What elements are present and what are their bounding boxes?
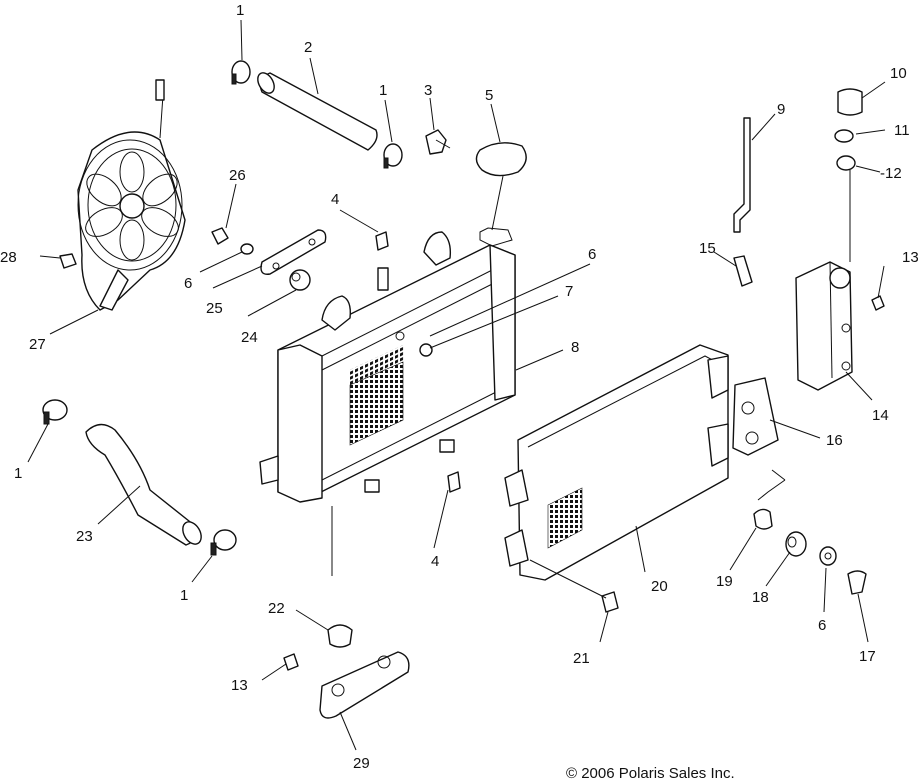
callout-23: 23 xyxy=(76,528,93,545)
callout-8: 8 xyxy=(571,339,579,356)
callout-10: 10 xyxy=(890,65,907,82)
callout-27: 27 xyxy=(29,336,46,353)
radiator-cap xyxy=(475,142,527,247)
callout-12: -12 xyxy=(880,165,902,182)
callout-1-d: 1 xyxy=(180,587,188,604)
part-12 xyxy=(836,155,856,262)
callout-20: 20 xyxy=(651,578,668,595)
callout-4-a: 4 xyxy=(331,191,339,208)
fitting-15 xyxy=(733,255,753,287)
callout-9: 9 xyxy=(777,101,785,118)
callout-19: 19 xyxy=(716,573,733,590)
callout-13-b: 13 xyxy=(231,677,248,694)
copyright-notice: © 2006 Polaris Sales Inc. xyxy=(566,765,735,782)
callout-1-b: 1 xyxy=(379,82,387,99)
fitting-3 xyxy=(425,129,451,155)
fan-assembly xyxy=(77,79,186,311)
callout-6-c: 6 xyxy=(818,617,826,634)
tube-9 xyxy=(733,117,751,233)
callout-7: 7 xyxy=(565,283,573,300)
callout-3: 3 xyxy=(424,82,432,99)
callout-14: 14 xyxy=(872,407,889,424)
spacer-19 xyxy=(753,508,773,530)
callout-16: 16 xyxy=(826,432,843,449)
bolt-13-upper xyxy=(871,295,885,311)
overflow-tank xyxy=(795,261,853,391)
grommet-22 xyxy=(327,624,353,648)
leader-lines xyxy=(27,19,886,751)
bracket-29 xyxy=(319,651,410,719)
callout-11: 11 xyxy=(894,122,910,139)
callout-17: 17 xyxy=(859,648,876,665)
lower-hose xyxy=(85,423,202,546)
grommet-24 xyxy=(289,269,311,291)
washer-11 xyxy=(834,129,854,143)
bolt-28 xyxy=(59,253,77,269)
callout-28: 28 xyxy=(0,249,17,266)
bolt-17 xyxy=(847,570,867,595)
callout-4-b: 4 xyxy=(431,553,439,570)
callout-29: 29 xyxy=(353,755,370,772)
callout-25: 25 xyxy=(206,300,223,317)
washer-6 xyxy=(240,243,254,255)
callout-6-a: 6 xyxy=(588,246,596,263)
callout-22: 22 xyxy=(268,600,285,617)
bolt-21 xyxy=(601,591,619,613)
callout-6-b: 6 xyxy=(184,275,192,292)
callout-13-a: 13 xyxy=(902,249,919,266)
callout-26: 26 xyxy=(229,167,246,184)
callout-5: 5 xyxy=(485,87,493,104)
callout-1-a: 1 xyxy=(236,2,244,19)
callout-18: 18 xyxy=(752,589,769,606)
callout-2: 2 xyxy=(304,39,312,56)
bolt-26 xyxy=(211,227,229,245)
callout-21: 21 xyxy=(573,650,590,667)
upper-hose xyxy=(257,72,378,151)
callout-1-c: 1 xyxy=(14,465,22,482)
callout-24: 24 xyxy=(241,329,258,346)
bracket-16 xyxy=(732,377,779,456)
washer-6-lower xyxy=(819,546,837,566)
screen-panel xyxy=(504,344,729,581)
callout-15: 15 xyxy=(699,240,716,257)
cap-10 xyxy=(837,88,863,116)
bolt-13-lower xyxy=(283,653,299,671)
clip-4 xyxy=(375,231,461,493)
radiator-fins xyxy=(349,361,404,446)
hose-clamps xyxy=(42,60,403,556)
bracket-25 xyxy=(260,229,327,275)
grommet-18 xyxy=(785,531,807,557)
